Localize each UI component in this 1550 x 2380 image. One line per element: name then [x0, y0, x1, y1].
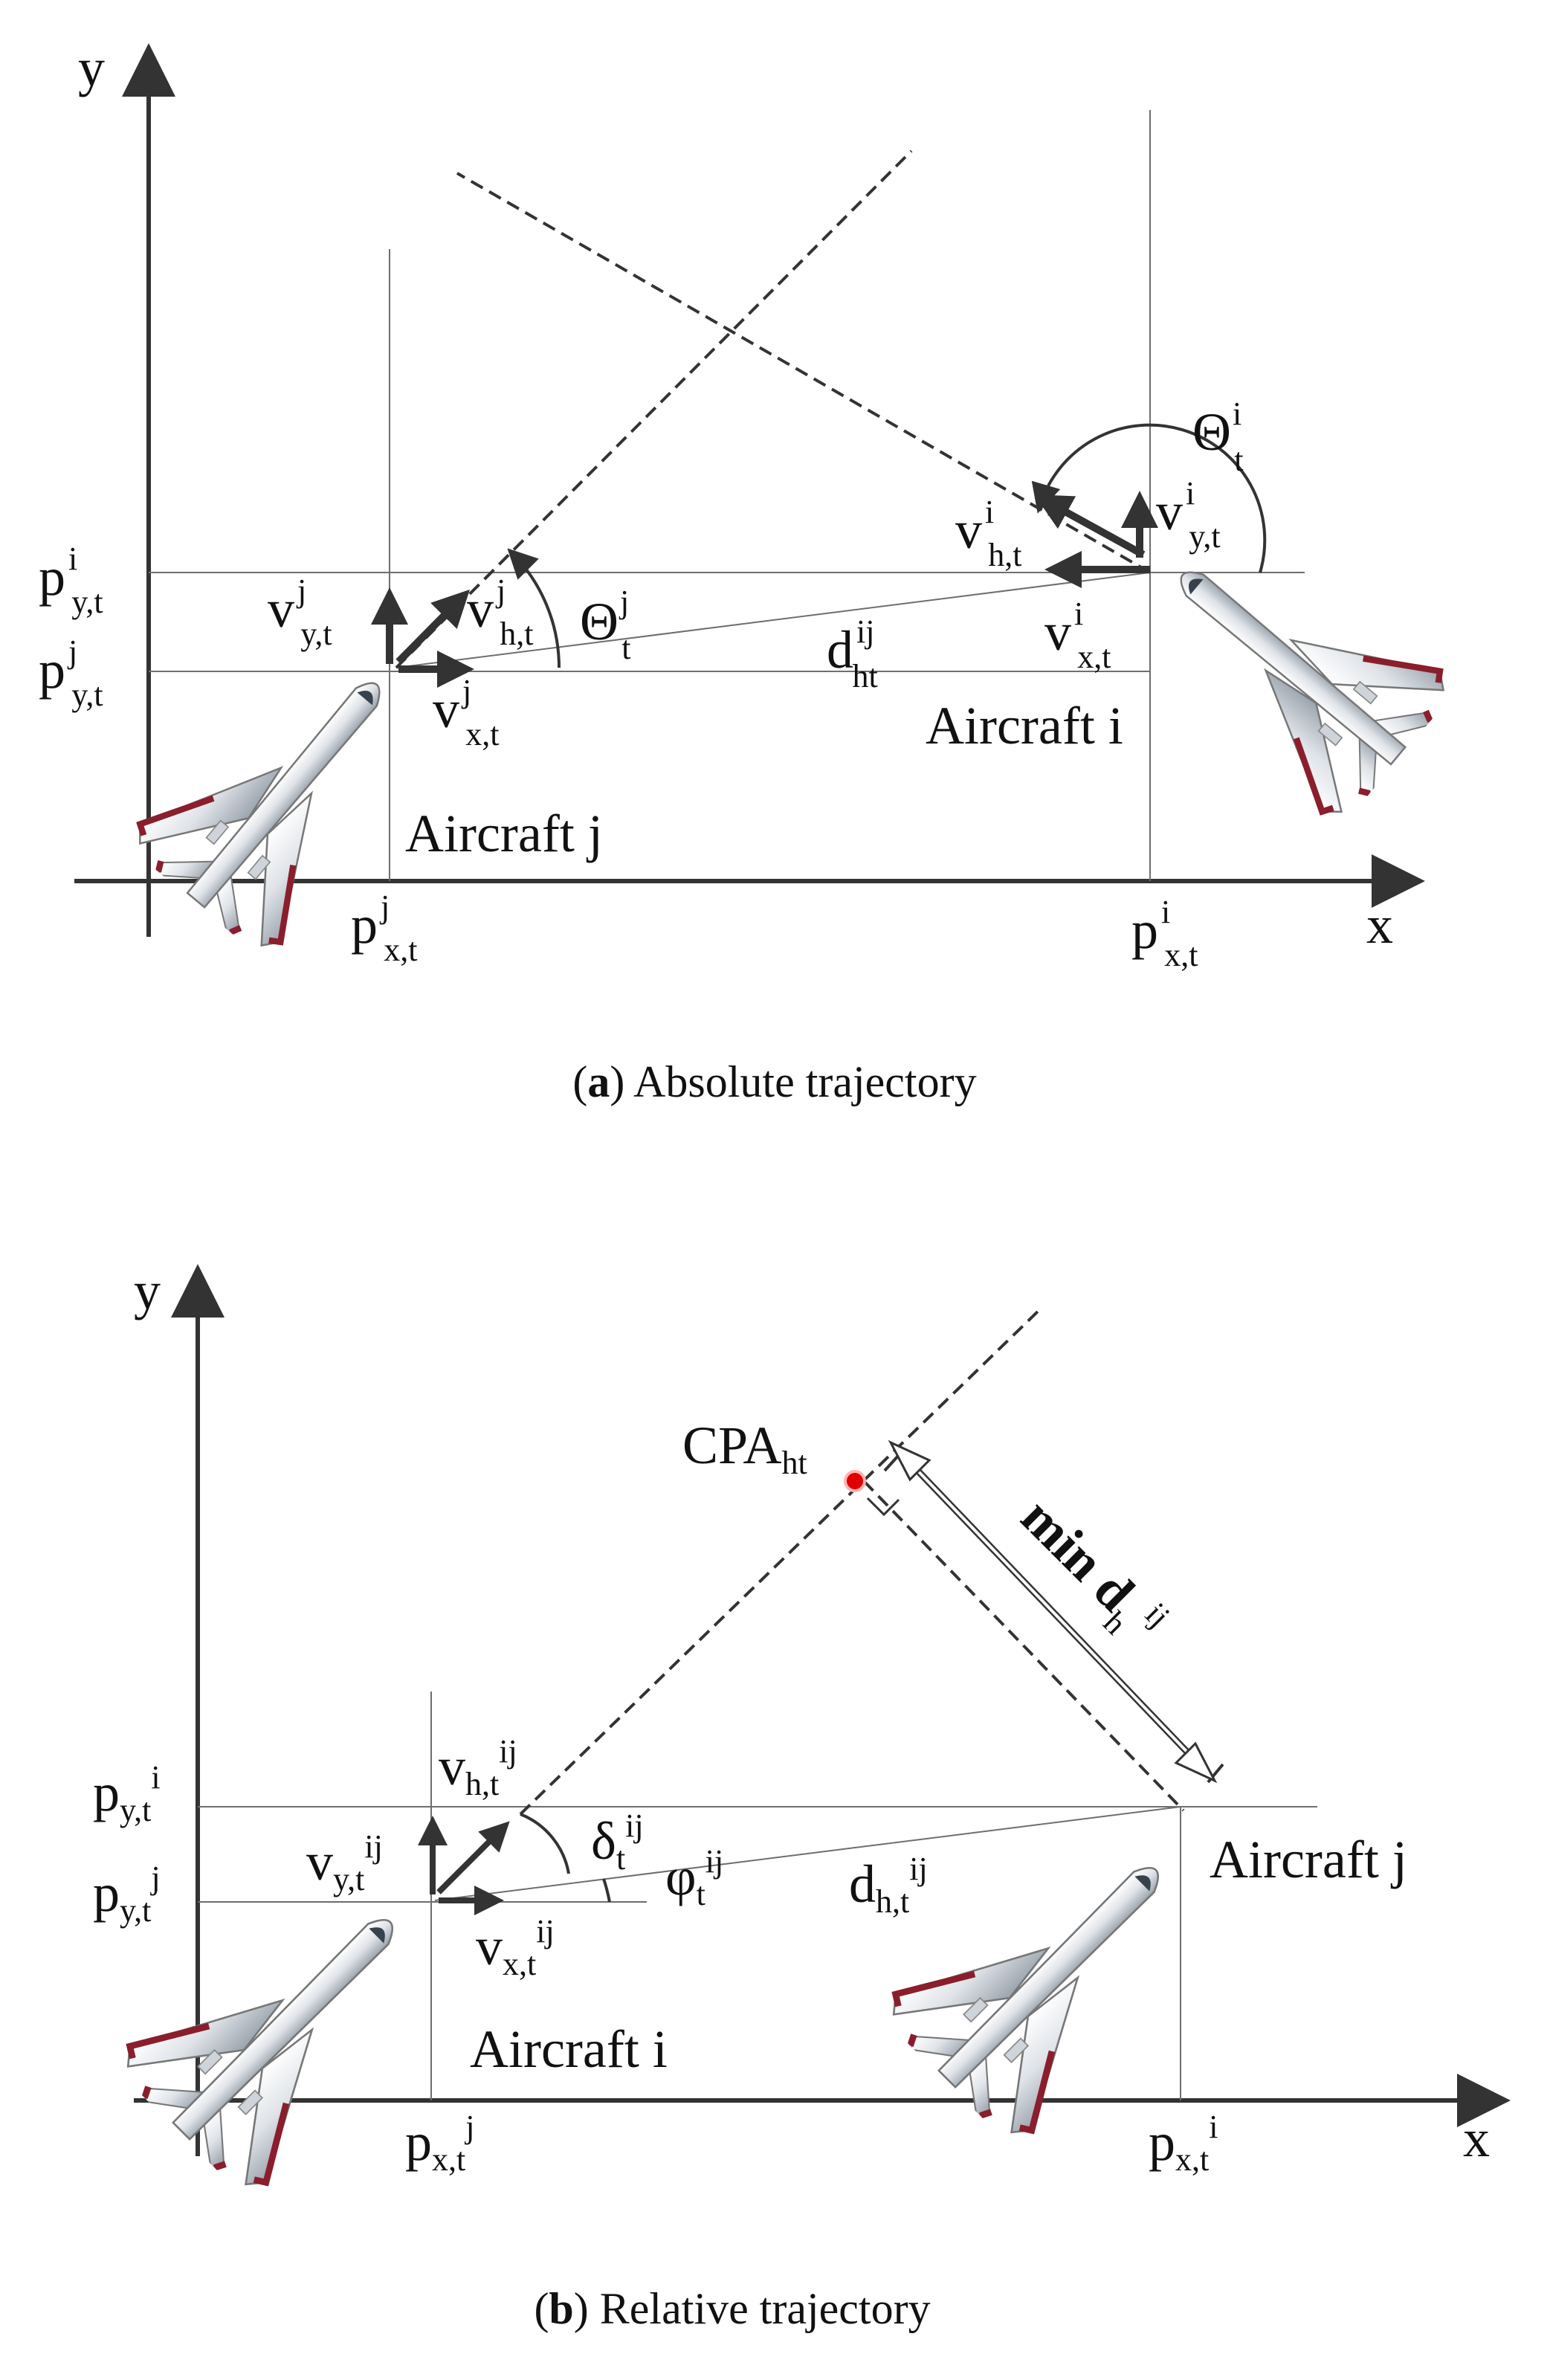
panel-b-p-y-j-label: py,tj — [93, 1860, 161, 1929]
panel-b-distance-line — [434, 1806, 1181, 1901]
panel-b-min-distance-head-top — [888, 1439, 931, 1482]
panel-a-theta-j-arc — [507, 548, 561, 668]
panel-a-aircraft-i-label: Aircraft i — [926, 696, 1123, 755]
panel-a-distance-line — [395, 572, 1151, 668]
panel-a-x-axis-label: x — [1366, 895, 1393, 955]
panel-b-p-x-i-label: px,ti — [1149, 2109, 1218, 2178]
panel-b-aircraft-j-label: Aircraft j — [1210, 1830, 1407, 1889]
panel-a-vel-h-i — [1034, 494, 1146, 558]
panel-b-p-x-j-label: px,tj — [405, 2109, 474, 2178]
panel-b-v-x-label: vx,tij — [476, 1913, 555, 1982]
panel-b-perpendicular — [862, 1480, 1185, 1812]
panel-b-delta-arc — [520, 1813, 570, 1874]
panel-a-trajectory-j — [395, 149, 913, 669]
panel-a-aircraft-j-label: Aircraft j — [405, 804, 603, 863]
panel-b-x-axis-label: x — [1463, 2109, 1490, 2168]
panel-a-caption: (a) Absolute trajectory — [572, 1057, 976, 1106]
panel-b-min-distance-head-bottom — [1174, 1741, 1218, 1784]
panel-b-vel-h — [436, 1821, 510, 1894]
panel-a-aircraft-i-plane — [1124, 505, 1461, 829]
panel-b-relative-trajectory — [519, 1307, 1042, 1816]
panel-b-p-y-i-label: py,ti — [93, 1759, 161, 1828]
panel-a-theta-i-arc — [1031, 423, 1267, 573]
panel-a-y-axis-label: y — [78, 38, 105, 97]
panel-a-aircraft-j-plane — [123, 626, 447, 963]
panel-b-phi-arc — [602, 1878, 611, 1903]
panel-b-caption: (b) Relative trajectory — [534, 2284, 930, 2333]
panel-a-vel-h-j — [395, 589, 471, 665]
panel-b-aircraft-i-label: Aircraft i — [470, 2019, 668, 2079]
panel-b-v-h-label: vh,tij — [439, 1733, 517, 1802]
panel-b-cpa-dot — [844, 1470, 866, 1492]
panel-b-cpa-label: CPAht — [682, 1416, 807, 1481]
panel-b-y-axis-label: y — [134, 1261, 161, 1320]
panel-a-trajectory-i — [456, 172, 1151, 574]
panel-b-v-y-label: vy,tij — [306, 1828, 383, 1897]
panel-b-min-distance-arrow-core — [907, 1460, 1198, 1764]
panel-b-d-h-label: dh,tij — [849, 1851, 928, 1920]
panel-b-phi-label: φtij — [665, 1843, 723, 1912]
panel-b-delta-label: δtij — [591, 1807, 644, 1877]
panel-b-right-angle-mark — [866, 1497, 900, 1517]
